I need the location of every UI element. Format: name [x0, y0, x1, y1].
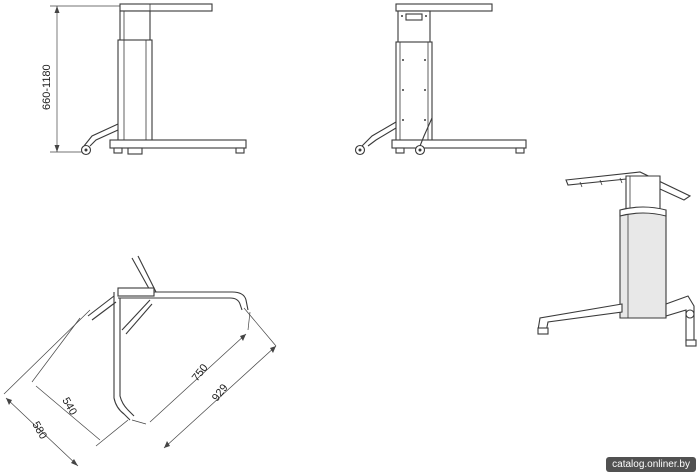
height-dimension-label: 660-1180 — [41, 64, 53, 110]
top-view: 540 580 750 929 — [3, 255, 277, 467]
depth-dimension-540: 540 — [59, 396, 79, 418]
front-view — [354, 3, 527, 156]
isometric-view — [537, 171, 697, 347]
width-dimension-929: 929 — [210, 382, 231, 404]
watermark-label: catalog.onliner.by — [606, 457, 696, 472]
width-dimension-750: 750 — [190, 362, 211, 384]
depth-dimension-580: 580 — [29, 420, 49, 442]
side-view: 660-1180 — [41, 3, 247, 156]
